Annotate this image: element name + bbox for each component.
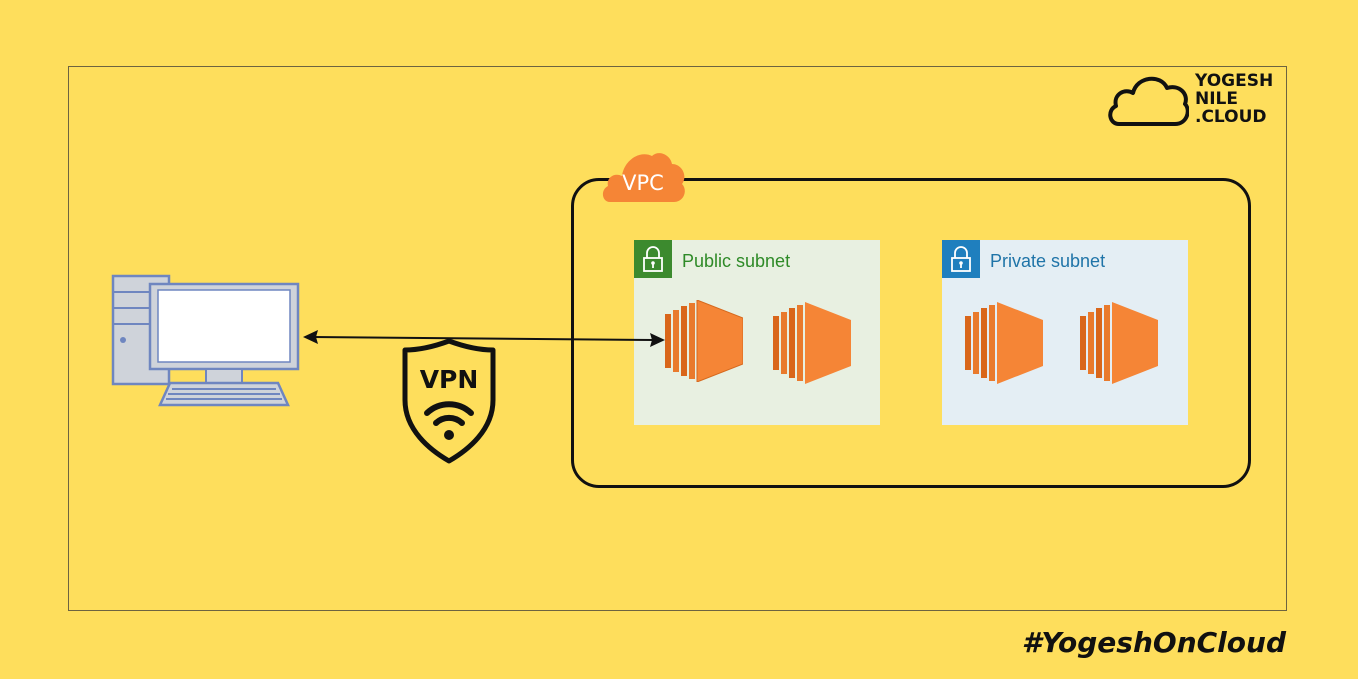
cloud-outline-icon	[1108, 76, 1189, 126]
subnet-lock-badge	[942, 240, 980, 278]
vpn-badge: VPN	[400, 338, 498, 464]
subnet-title: Private subnet	[990, 251, 1106, 271]
ec2-instance-icon	[773, 302, 851, 384]
vpc-badge: VPC	[600, 146, 686, 206]
subnet-title: Public subnet	[682, 251, 791, 271]
arrow-head-left	[303, 330, 318, 344]
subnet-lock-badge	[634, 240, 672, 278]
logo-wordmark: YOGESH NILE .CLOUD	[1195, 72, 1273, 126]
arrow-head-right	[650, 333, 665, 347]
client-computer	[110, 272, 305, 407]
diagram-frame	[68, 66, 1287, 611]
cloud-icon	[602, 153, 685, 202]
ec2-instance	[663, 300, 743, 382]
desktop-computer-icon	[111, 274, 300, 407]
lock-icon	[951, 246, 971, 272]
brand-logo: YOGESH NILE .CLOUD	[1105, 70, 1290, 130]
logo-line: NILE	[1195, 89, 1238, 109]
logo-line: .CLOUD	[1195, 107, 1267, 127]
vpc-label: VPC	[622, 171, 664, 195]
logo-line: YOGESH	[1195, 71, 1274, 91]
hashtag-footer: #YogeshOnCloud	[1021, 626, 1286, 659]
ec2-instance-icon	[965, 302, 1043, 384]
vpc-container	[571, 178, 1251, 488]
ec2-instance-icon	[665, 300, 743, 382]
ec2-instance	[1078, 302, 1158, 384]
vpn-shield-icon	[402, 338, 496, 464]
ec2-instance	[963, 302, 1043, 384]
vpn-label: VPN	[419, 365, 479, 394]
lock-icon	[643, 246, 663, 272]
ec2-instance	[771, 302, 851, 384]
ec2-instance-icon	[1080, 302, 1158, 384]
